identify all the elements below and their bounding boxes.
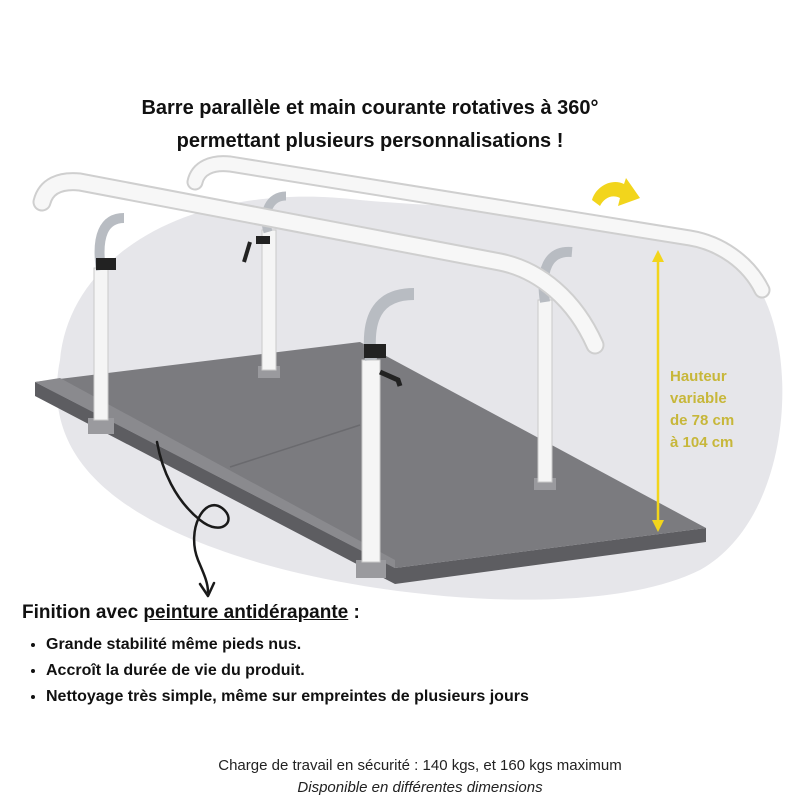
footer: Charge de travail en sécurité : 140 kgs,…: [0, 755, 800, 799]
height-label-line: de 78 cm: [670, 412, 735, 429]
lock-lever: [378, 369, 403, 387]
post-foot: [356, 560, 386, 578]
lock-collar: [96, 258, 116, 270]
curly-arrow-head: [198, 581, 216, 598]
post-front-left: [93, 267, 109, 421]
footer-dimensions-text: Disponible en différentes dimensions: [297, 779, 543, 796]
finish-prefix: Finition avec: [22, 602, 144, 623]
post-back-right: [537, 299, 553, 483]
finish-section: Finition avec peinture antidérapante : G…: [22, 600, 782, 710]
curly-arrow-icon: [155, 440, 230, 594]
footer-load-text: Charge de travail en sécurité : 140 kgs,…: [218, 757, 622, 774]
finish-bullet: Nettoyage très simple, même sur empreint…: [46, 684, 782, 710]
height-label-line: à 104 cm: [670, 434, 734, 451]
finish-bullet-list: Grande stabilité même pieds nus. Accroît…: [22, 632, 782, 710]
platform-ramp: [35, 378, 395, 568]
lock-collar: [364, 344, 386, 358]
finish-bullet: Accroît la durée de vie du produit.: [46, 658, 782, 684]
post-back-left: [261, 229, 277, 371]
headline-line-2: permettant plusieurs personnalisations !: [176, 130, 564, 152]
lock-lever: [242, 241, 252, 263]
finish-bullet: Grande stabilité même pieds nus.: [46, 632, 782, 658]
headline-line-1: Barre parallèle et main courante rotativ…: [141, 97, 599, 119]
height-arrow-bottom-icon: [652, 520, 664, 532]
finish-suffix: :: [348, 602, 360, 623]
height-arrow-top-icon: [652, 250, 664, 262]
platform-seam: [229, 424, 361, 468]
height-label-line: variable: [670, 390, 727, 407]
height-label: Hauteur variable de 78 cm à 104 cm: [670, 366, 760, 454]
height-label-line: Hauteur: [670, 368, 727, 385]
headline: Barre parallèle et main courante rotativ…: [0, 92, 740, 158]
lock-collar: [256, 236, 270, 244]
finish-underlined: peinture antidérapante: [143, 602, 349, 623]
swivel-back-right: [538, 246, 573, 303]
post-foot: [88, 418, 114, 434]
rotate-arrow-icon: [592, 178, 640, 206]
finish-heading: Finition avec peinture antidérapante :: [22, 600, 782, 626]
post-front-right: [361, 359, 381, 563]
